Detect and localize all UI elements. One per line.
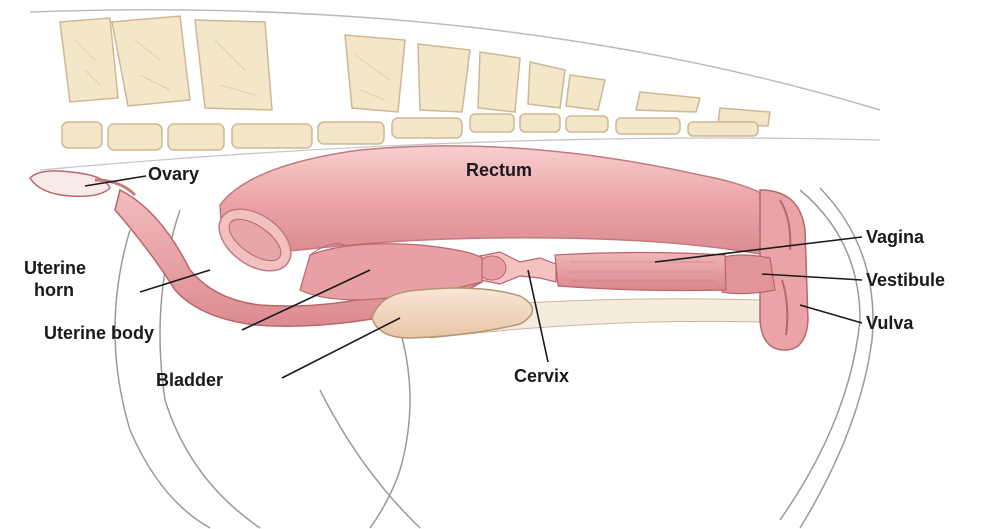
cervix <box>478 252 556 284</box>
label-vulva: Vulva <box>866 313 913 334</box>
label-vagina: Vagina <box>866 227 924 248</box>
label-vestibule: Vestibule <box>866 270 945 291</box>
label-cervix: Cervix <box>514 366 569 387</box>
bladder-leader <box>282 318 400 378</box>
label-ovary: Ovary <box>148 164 199 185</box>
label-rectum: Rectum <box>466 160 532 181</box>
vagina <box>555 253 726 291</box>
label-uterine-horn-line1: Uterine <box>24 258 86 279</box>
label-uterine-horn-line2: horn <box>34 280 74 301</box>
label-uterine-body: Uterine body <box>44 323 154 344</box>
vulva-leader <box>800 305 862 323</box>
label-bladder: Bladder <box>156 370 223 391</box>
